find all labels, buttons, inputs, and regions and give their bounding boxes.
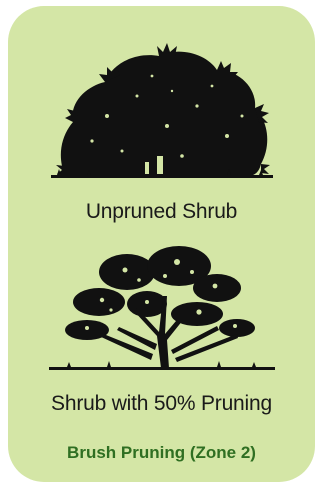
diagram-footer-title: Brush Pruning (Zone 2) [8,443,315,463]
pruning-diagram-card: Unpruned Shrub [8,6,315,482]
unpruned-shrub-illustration [8,36,315,186]
unpruned-shrub-icon [47,36,277,186]
pruned-shrub-illustration [8,240,315,380]
pruned-shrub-caption: Shrub with 50% Pruning [8,392,315,416]
unpruned-shrub-caption: Unpruned Shrub [8,200,315,224]
pruned-shrub-icon [47,240,277,380]
